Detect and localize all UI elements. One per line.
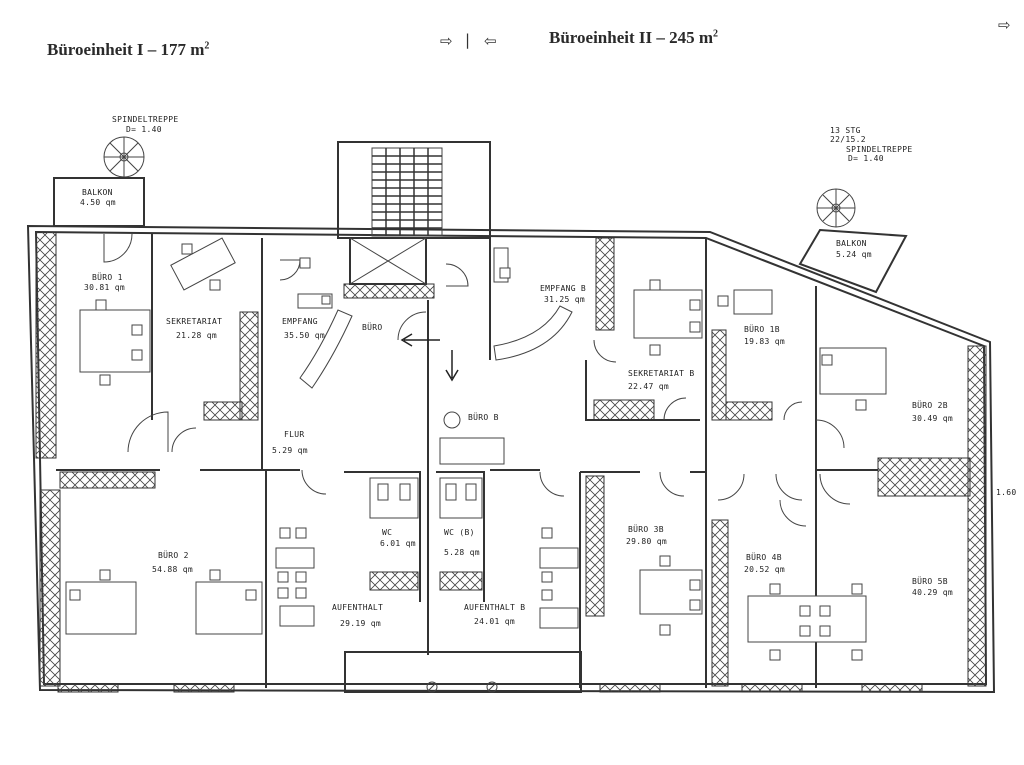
stair-left-title: SPINDELTREPPE	[112, 115, 179, 124]
room-wc2-name: WC (B)	[444, 528, 475, 537]
room-buero5b-area: 40.29 qm	[912, 588, 953, 597]
room-buero1-area: 30.81 qm	[84, 283, 125, 292]
stair-right-stg: 13 STG	[830, 126, 861, 135]
room-buero-core-name: BÜRO	[362, 322, 382, 332]
room-sekretariat-b-name: SEKRETARIAT B	[628, 369, 695, 378]
reception-counters	[299, 305, 573, 389]
room-buero2-area: 54.88 qm	[152, 565, 193, 574]
room-empfang-name: EMPFANG	[282, 317, 318, 326]
room-sekretariat-name: SEKRETARIAT	[166, 317, 222, 326]
room-buero1b-area: 19.83 qm	[744, 337, 785, 346]
room-buero3b-area: 29.80 qm	[626, 537, 667, 546]
room-aufenthalt-name: AUFENTHALT	[332, 603, 383, 612]
room-wc2-area: 5.28 qm	[444, 548, 480, 557]
flow-arrows	[400, 333, 459, 382]
wc-fixtures	[369, 477, 483, 591]
room-flur-name: FLUR	[284, 430, 304, 439]
room-buero1-name: BÜRO 1	[92, 272, 123, 282]
spiral-stair-right-icon	[816, 188, 856, 228]
room-empfang-area: 35.50 qm	[284, 331, 325, 340]
room-aufenthalt-b-name: AUFENTHALT B	[464, 603, 525, 612]
edge-dim: 1.60	[996, 488, 1016, 497]
room-aufenthalt-b-area: 24.01 qm	[474, 617, 515, 626]
doors	[103, 233, 851, 527]
room-buero3b-name: BÜRO 3B	[628, 524, 664, 534]
room-flur-area: 5.29 qm	[272, 446, 308, 455]
room-balkon2-area: 5.24 qm	[836, 250, 872, 259]
room-balkon1-area: 4.50 qm	[80, 198, 116, 207]
room-buero5b-name: BÜRO 5B	[912, 576, 948, 586]
room-sekretariat-area: 21.28 qm	[176, 331, 217, 340]
unit-2-title-text: Büroeinheit II – 245 m	[549, 28, 714, 47]
arrow-right-icon: ⇨	[440, 32, 453, 50]
room-buero1b-name: BÜRO 1B	[744, 324, 780, 334]
stair-right-title: SPINDELTREPPE	[846, 145, 913, 154]
arrow-far-right-icon: ⇨	[998, 16, 1011, 34]
room-aufenthalt-area: 29.19 qm	[340, 619, 381, 628]
room-balkon1-name: BALKON	[82, 188, 113, 197]
unit-2-title-sup: 2	[713, 28, 719, 40]
stair-left-dim: D= 1.40	[126, 125, 162, 134]
unit-1-title: Büroeinheit I – 177 m2	[47, 40, 209, 60]
unit-2-title: Büroeinheit II – 245 m2	[549, 28, 718, 48]
room-buero2b-area: 30.49 qm	[912, 414, 953, 423]
room-buero-b-name: BÜRO B	[468, 412, 499, 422]
spiral-stair-left-icon	[103, 136, 145, 178]
room-empfang-b-name: EMPFANG B	[540, 284, 586, 293]
interior-walls	[56, 234, 878, 688]
balkon-right	[798, 228, 908, 294]
room-buero4b-name: BÜRO 4B	[746, 552, 782, 562]
unit-1-title-sup: 2	[204, 40, 210, 52]
room-buero4b-area: 20.52 qm	[744, 565, 785, 574]
room-wc1-name: WC	[382, 528, 392, 537]
unit-1-title-text: Büroeinheit I – 177 m	[47, 40, 205, 59]
plan-labels: SPINDELTREPPE D= 1.40 13 STG 22/15.2 SPI…	[80, 115, 1016, 628]
room-empfang-b-area: 31.25 qm	[544, 295, 585, 304]
room-buero2b-name: BÜRO 2B	[912, 400, 948, 410]
facade-hatching	[35, 231, 987, 693]
room-wc1-area: 6.01 qm	[380, 539, 416, 548]
room-buero2-name: BÜRO 2	[158, 550, 189, 560]
separator: |	[465, 31, 471, 49]
stair-right-ratio: 22/15.2	[830, 135, 866, 144]
stair-core	[337, 141, 582, 693]
stair-right-dim: D= 1.40	[848, 154, 884, 163]
room-sekretariat-b-area: 22.47 qm	[628, 382, 669, 391]
furniture	[65, 237, 887, 661]
arrow-left-icon: ⇦	[484, 32, 497, 50]
room-balkon2-name: BALKON	[836, 239, 867, 248]
balkon-left	[53, 177, 145, 227]
